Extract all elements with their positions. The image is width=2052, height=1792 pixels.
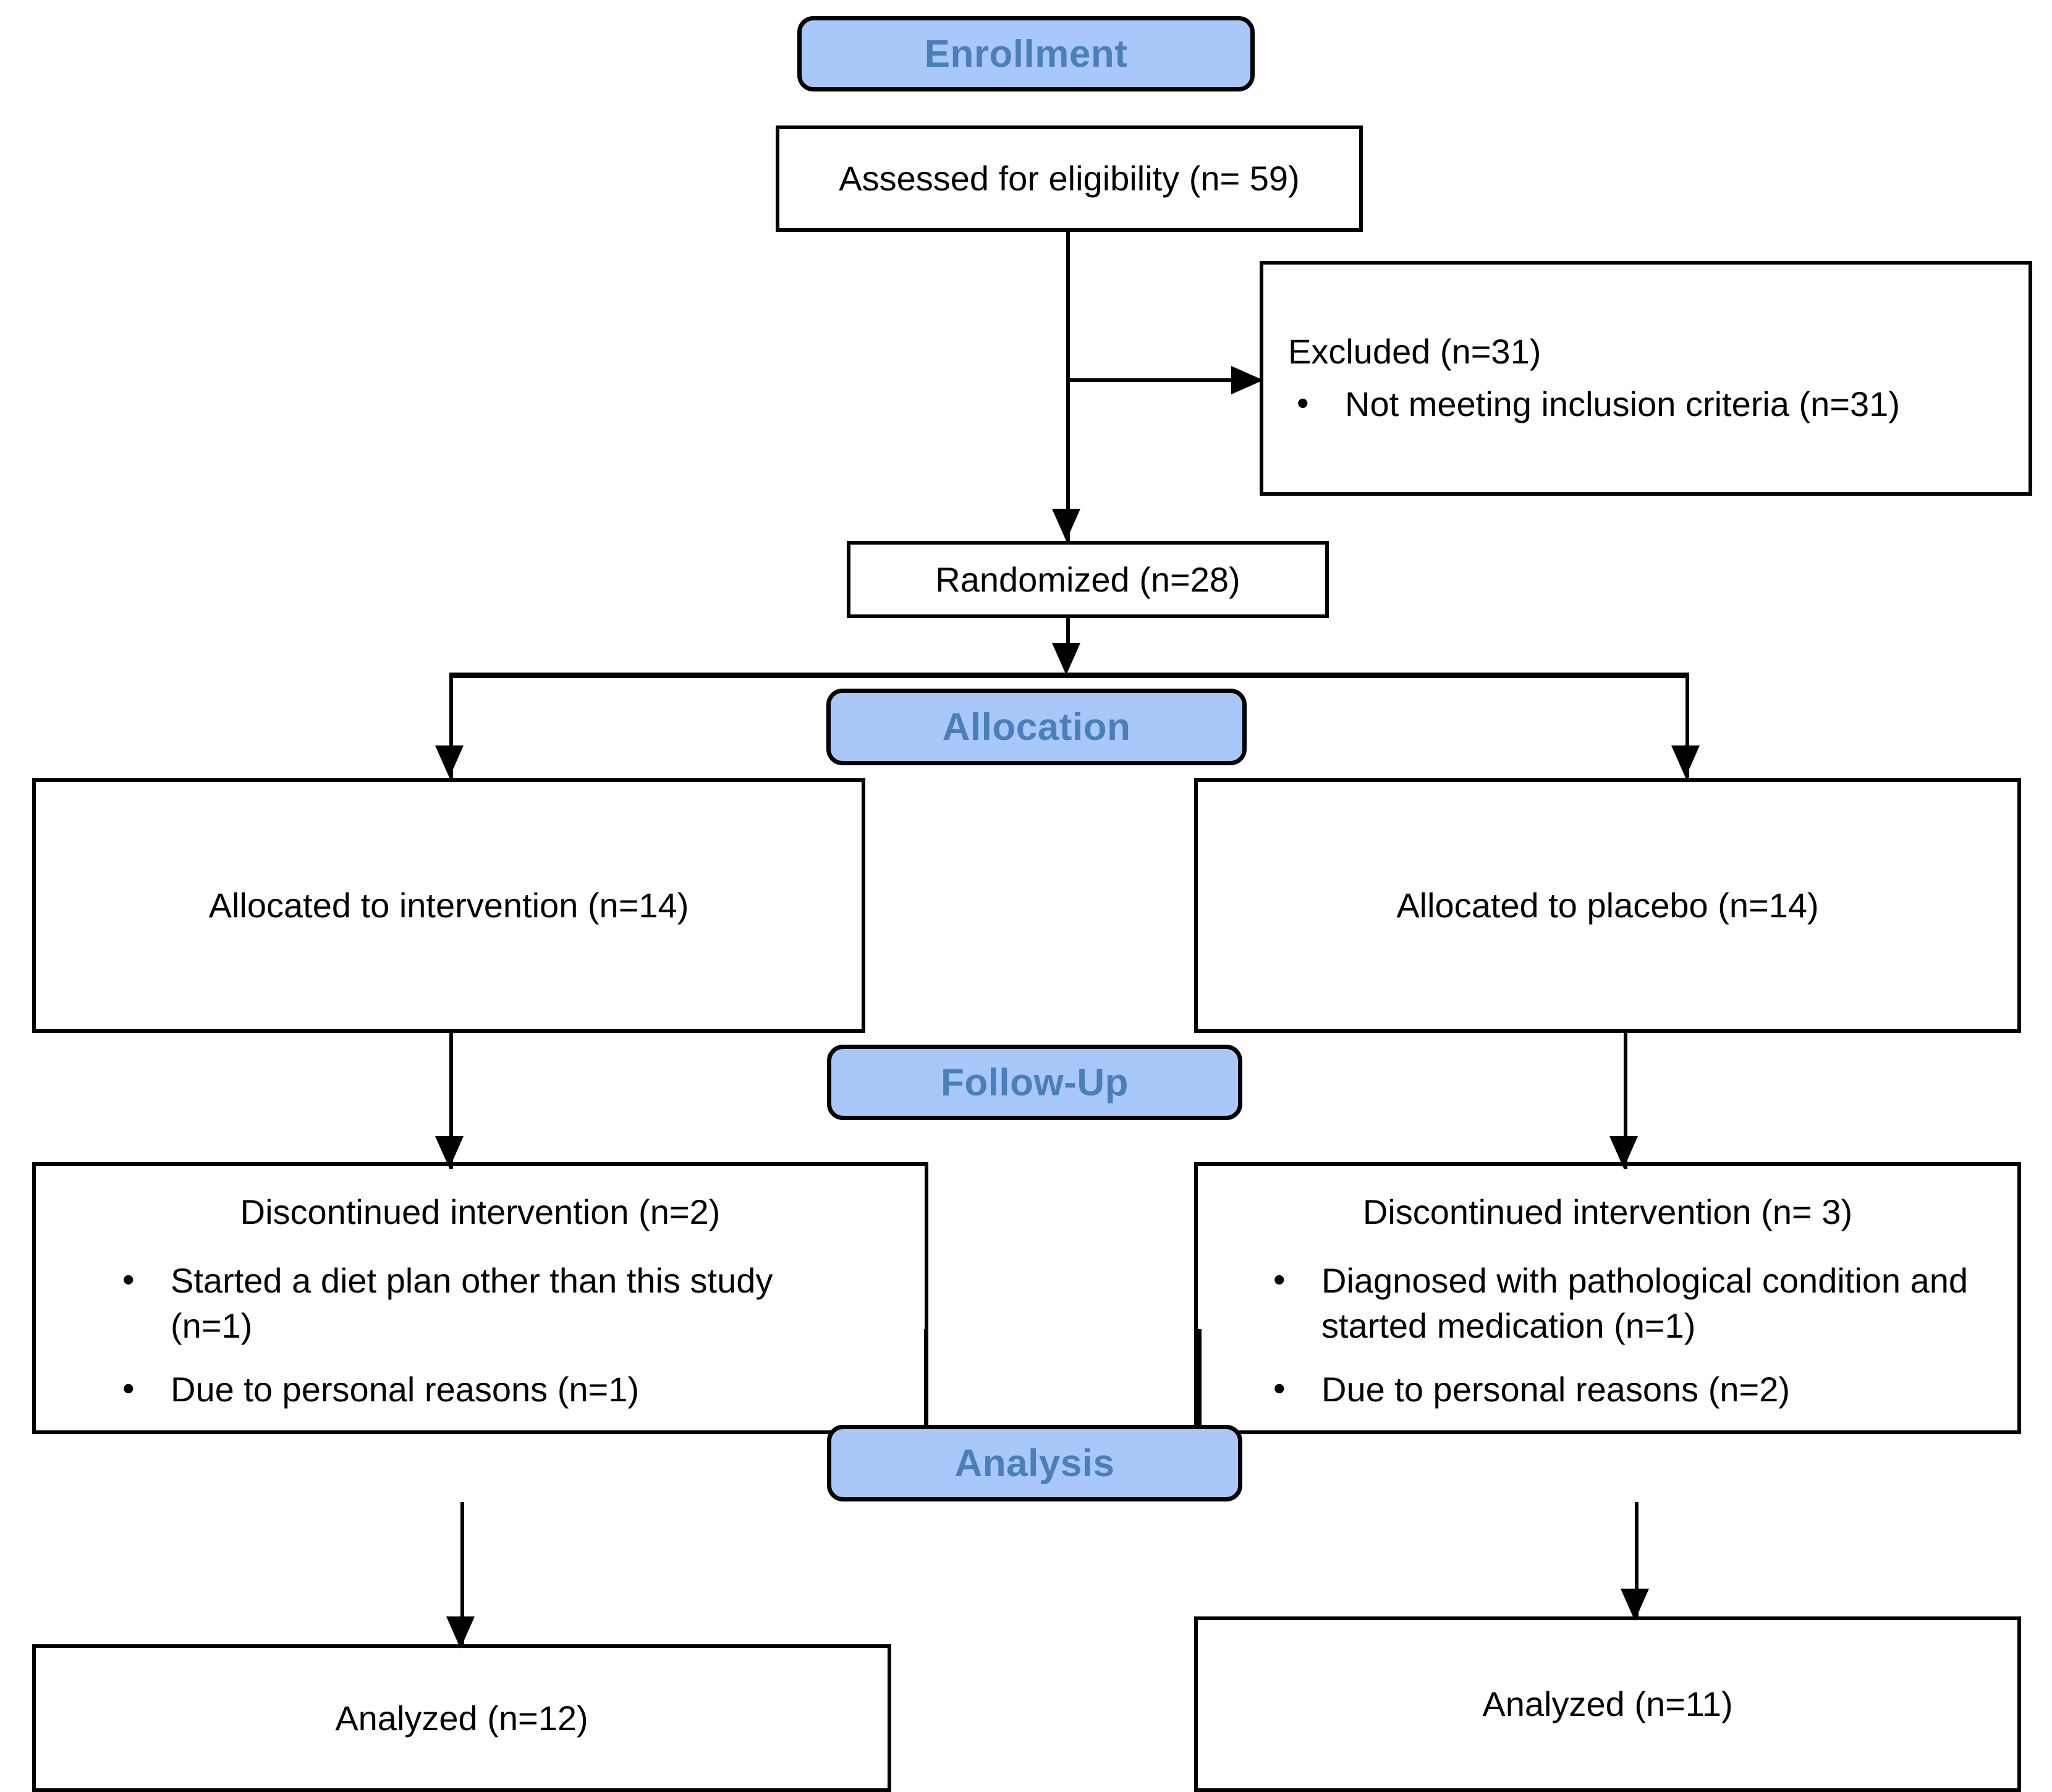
node-randomized: Randomized (n=28) [847, 541, 1329, 618]
node-excluded: Excluded (n=31) Not meeting inclusion cr… [1260, 261, 2032, 496]
node-discontinued-intervention: Discontinued intervention (n=2) Started … [32, 1162, 928, 1434]
node-discontinued-placebo: Discontinued intervention (n= 3) Diagnos… [1194, 1162, 2021, 1434]
connector-followup-left-tail [924, 1329, 928, 1434]
connector-assessed-to-randomized [1066, 232, 1070, 541]
node-discontinued-intervention-label: Discontinued intervention (n=2) [240, 1192, 721, 1231]
stage-badge-allocation: Allocation [826, 689, 1247, 765]
list-item: Due to personal reasons (n=1) [114, 1366, 857, 1412]
node-discontinued-placebo-reasons: Diagnosed with pathological condition an… [1198, 1257, 2017, 1412]
connector-intervention-to-followup [449, 1033, 453, 1169]
connector-assessed-to-excluded [1066, 378, 1245, 382]
node-analyzed-placebo: Analyzed (n=11) [1194, 1616, 2021, 1792]
node-randomized-label: Randomized (n=28) [935, 559, 1240, 599]
arrowhead-placebo-to-analysis [1621, 1589, 1649, 1621]
connector-placebo-to-analysis [1635, 1502, 1639, 1620]
node-allocated-to-placebo-label: Allocated to placebo (n=14) [1396, 886, 1819, 925]
stage-badge-follow-up-label: Follow-Up [940, 1061, 1129, 1104]
node-assessed-for-eligibility-label: Assessed for eligibility (n= 59) [839, 159, 1300, 198]
connector-allocation-right-drop [1685, 673, 1689, 779]
arrowhead-allocation-right [1671, 745, 1700, 778]
stage-badge-allocation-label: Allocation [942, 705, 1131, 749]
arrowhead-intervention-to-followup [435, 1136, 464, 1168]
node-allocated-to-placebo: Allocated to placebo (n=14) [1194, 778, 2021, 1033]
arrowhead-randomized-stem [1052, 643, 1080, 675]
node-excluded-reasons: Not meeting inclusion criteria (n=31) [1288, 381, 2004, 427]
connector-allocation-left-drop [449, 673, 453, 779]
arrowhead-placebo-to-followup [1609, 1136, 1638, 1168]
list-item: Not meeting inclusion criteria (n=31) [1288, 381, 1963, 427]
arrowhead-intervention-to-analysis [446, 1616, 475, 1649]
node-discontinued-placebo-label: Discontinued intervention (n= 3) [1362, 1192, 1853, 1231]
connector-randomized-stem [1066, 618, 1070, 656]
connector-intervention-to-analysis [460, 1502, 464, 1647]
stage-badge-enrollment: Enrollment [797, 16, 1255, 91]
stage-badge-analysis: Analysis [827, 1425, 1242, 1501]
node-analyzed-intervention: Analyzed (n=12) [32, 1644, 891, 1792]
list-item: Started a diet plan other than this stud… [114, 1257, 857, 1349]
stage-badge-analysis-label: Analysis [954, 1442, 1115, 1485]
connector-followup-right-tail [1198, 1329, 1202, 1434]
connector-allocation-split-bar [449, 673, 1689, 678]
list-item: Due to personal reasons (n=2) [1265, 1366, 1989, 1412]
arrowhead-allocation-left [435, 745, 464, 778]
node-allocated-to-intervention-label: Allocated to intervention (n=14) [208, 886, 689, 925]
node-analyzed-placebo-label: Analyzed (n=11) [1482, 1684, 1733, 1723]
node-excluded-label: Excluded (n=31) [1288, 331, 1541, 371]
arrowhead-assessed-to-randomized [1052, 509, 1080, 541]
stage-badge-enrollment-label: Enrollment [924, 32, 1128, 75]
arrowhead-assessed-to-excluded [1231, 366, 1263, 394]
stage-badge-follow-up: Follow-Up [827, 1045, 1242, 1120]
node-discontinued-intervention-reasons: Started a diet plan other than this stud… [36, 1257, 925, 1412]
connector-placebo-to-followup [1624, 1033, 1627, 1169]
node-allocated-to-intervention: Allocated to intervention (n=14) [32, 778, 865, 1033]
list-item: Diagnosed with pathological condition an… [1265, 1257, 1989, 1349]
node-assessed-for-eligibility: Assessed for eligibility (n= 59) [776, 125, 1363, 232]
node-analyzed-intervention-label: Analyzed (n=12) [335, 1698, 588, 1738]
